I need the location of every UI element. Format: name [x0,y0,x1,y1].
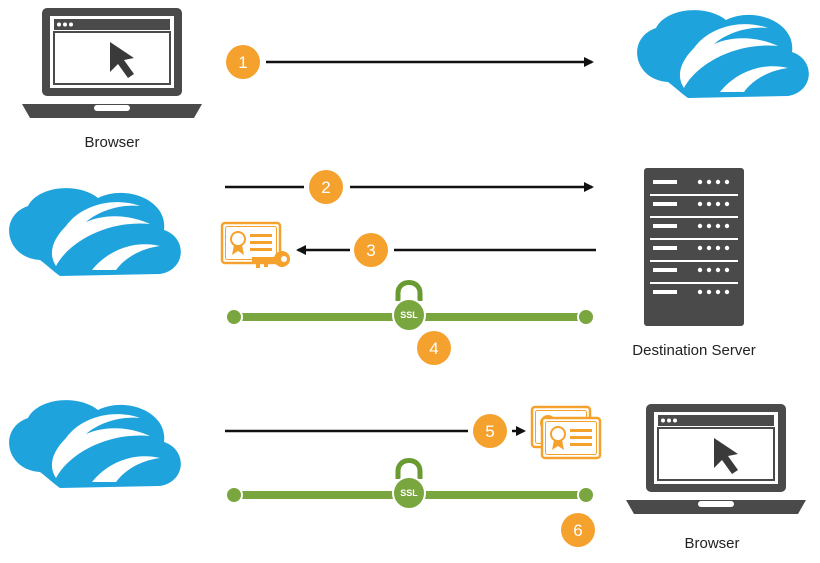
svg-text:SSL: SSL [400,310,418,320]
server-icon [644,168,744,326]
key-icon [252,251,290,268]
certificate-icon [540,416,602,460]
svg-text:3: 3 [366,241,375,260]
laptop-icon [21,7,203,119]
step-badge-3: 3 [354,233,388,267]
ssl-lock-icon: SSL [393,461,425,510]
svg-text:4: 4 [429,339,438,358]
svg-text:6: 6 [573,521,582,540]
zscaler-cloud-icon [9,400,181,488]
step-badge-1: 1 [226,45,260,79]
zscaler-cloud-icon [9,188,181,276]
step-badge-2: 2 [309,170,343,204]
svg-text:1: 1 [238,53,247,72]
laptop-icon [625,403,807,515]
zscaler-cloud-icon [637,10,809,99]
svg-text:5: 5 [485,422,494,441]
browser-label: Browser [84,134,140,151]
step-badge-5: 5 [473,414,507,448]
browser-label: Browser [684,535,740,552]
svg-text:SSL: SSL [400,488,418,498]
step-badge-4: 4 [417,331,451,365]
destination-server-label: Destination Server [632,342,756,359]
svg-text:2: 2 [321,178,330,197]
ssl-lock-icon: SSL [393,283,425,332]
step-badge-6: 6 [561,513,595,547]
